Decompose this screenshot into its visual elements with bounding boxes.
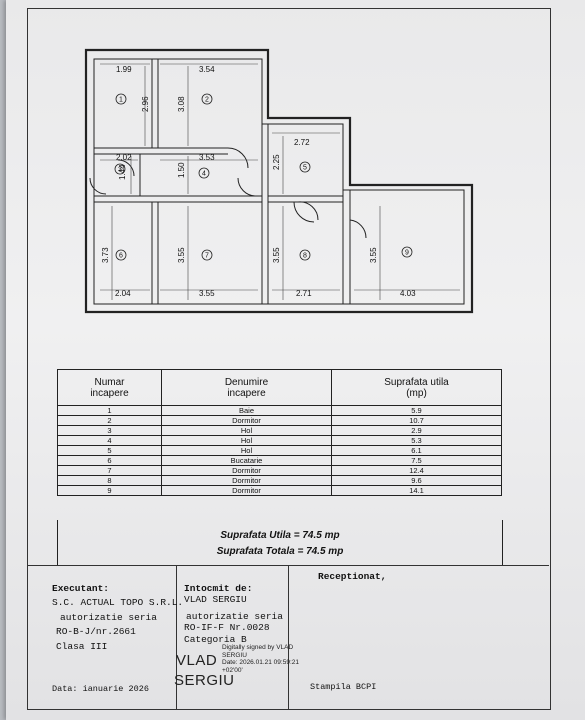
dimension-label: 3.53 [199,153,215,162]
room-name-cell: Dormitor [161,465,332,476]
dimension-label: 2.04 [115,289,131,298]
room-area-cell: 7.5 [331,455,502,466]
signed-date: Date: 2026.01.21 09:59:21 +02'00' [222,659,299,674]
room-name-cell: Dormitor [161,475,332,486]
useful-area-total: Suprafata Utila = 74.5 mp [220,530,340,541]
receptionat-title: Receptionat, [318,571,387,582]
signature-last-name: SERGIU [174,672,235,689]
digital-signature-info: Digitally signed by VLAD SERGIU Date: 20… [222,644,302,674]
dimension-label: 2.02 [116,153,132,162]
dimension-label: 3.55 [177,247,186,263]
room-area-cell: 14.1 [331,485,502,496]
room-name-cell: Hol [161,425,332,436]
dimension-label: 3.55 [272,247,281,263]
page-border [27,8,551,710]
room-number: 8 [303,253,307,260]
room-number-cell: 8 [57,475,162,486]
intocmit-auth: autorizatie seria [186,611,283,622]
signature-first-name: VLAD [176,652,218,669]
dimension-label: 3.55 [199,289,215,298]
room-number-cell: 9 [57,485,162,496]
room-number-cell: 4 [57,435,162,446]
room-number-cell: 3 [57,425,162,436]
dimension-label: 2.96 [141,96,150,112]
executant-title: Executant: [52,583,110,594]
floor-plan: 1.99 3.54 2.96 3.08 2.02 3.53 2.72 2.25 … [84,48,474,314]
dimension-label: 2.72 [294,138,310,147]
room-number-cell: 1 [57,405,162,416]
rooms-table: Numar incapere Denumire incapere Suprafa… [57,369,502,496]
room-name-cell: Hol [161,445,332,456]
document-page [6,0,585,720]
dimension-label: 2.71 [296,289,312,298]
total-area: Suprafata Totala = 74.5 mp [216,546,344,557]
room-number-cell: 5 [57,445,162,456]
executant-number: RO-B-J/nr.2661 [56,626,136,637]
intocmit-category: Categoria B [184,634,247,645]
dimension-label: 1.50 [177,162,186,178]
dimension-label: 3.08 [177,96,186,112]
room-area-cell: 5.9 [331,405,502,416]
room-number: 6 [119,253,123,260]
room-number-cell: 6 [57,455,162,466]
room-area-cell: 6.1 [331,445,502,456]
room-number: 5 [303,165,307,172]
room-name-cell: Dormitor [161,415,332,426]
divider [288,566,289,709]
room-name-cell: Baie [161,405,332,416]
stamp-label: Stampila BCPI [310,682,377,692]
room-number: 2 [205,97,209,104]
dimension-label: 2.25 [272,154,281,170]
room-number: 3 [118,167,122,174]
intocmit-number: RO-IF-F Nr.0028 [184,622,270,633]
room-area-cell: 10.7 [331,415,502,426]
column-header: Suprafata utila (mp) [331,369,502,406]
executant-auth: autorizatie seria [60,612,157,623]
column-header: Denumire incapere [161,369,332,406]
room-area-cell: 12.4 [331,465,502,476]
dimension-label: 3.54 [199,65,215,74]
signed-by: Digitally signed by VLAD SERGIU [222,644,294,659]
room-number: 1 [119,97,123,104]
room-name-cell: Hol [161,435,332,446]
room-number: 4 [202,171,206,178]
executant-company: S.C. ACTUAL TOPO S.R.L. [52,597,184,608]
dimension-label: 4.03 [400,289,416,298]
room-area-cell: 5.3 [331,435,502,446]
room-number-cell: 7 [57,465,162,476]
intocmit-name: VLAD SERGIU [184,594,247,605]
table-header-row: Numar incapere Denumire incapere Suprafa… [57,369,502,406]
room-name-cell: Dormitor [161,485,332,496]
dimension-label: 3.73 [101,247,110,263]
room-number: 7 [205,253,209,260]
document-date: Data: ianuarie 2026 [52,684,149,694]
dimension-label: 1.44 [118,164,127,180]
room-number-cell: 2 [57,415,162,426]
column-header: Numar incapere [57,369,162,406]
divider [176,566,177,709]
executant-class: Clasa III [56,641,108,652]
intocmit-title: Intocmit de: [184,583,253,594]
dimension-label: 3.55 [369,247,378,263]
title-block [27,565,549,709]
area-summary: Suprafata Utila = 74.5 mp Suprafata Tota… [57,520,503,566]
room-area-cell: 2.9 [331,425,502,436]
dimension-label: 1.99 [116,65,132,74]
room-name-cell: Bucatarie [161,455,332,466]
room-area-cell: 9.6 [331,475,502,486]
room-number: 9 [405,250,409,257]
